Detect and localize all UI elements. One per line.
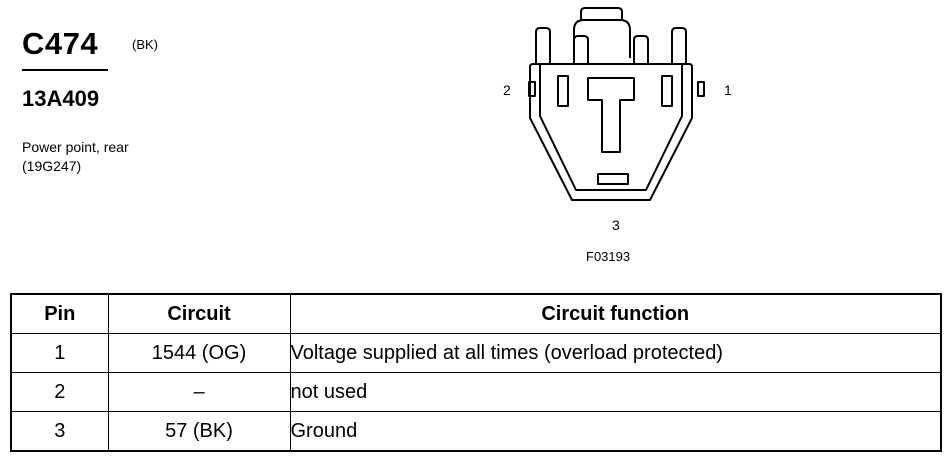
- cell-function: Voltage supplied at all times (overload …: [289, 333, 942, 373]
- connector-face-diagram: 2 1 3 F03193: [490, 0, 750, 280]
- description-line-2: (19G247): [22, 158, 82, 174]
- table-row: 2 – not used: [10, 372, 942, 412]
- key-slot: [587, 77, 635, 153]
- outer-housing: [529, 63, 693, 201]
- table-row: 3 57 (BK) Ground: [10, 411, 942, 452]
- cell-circuit: –: [107, 372, 291, 412]
- cell-pin: 1: [10, 333, 109, 373]
- table-row: 1 1544 (OG) Voltage supplied at all time…: [10, 333, 942, 373]
- table-header-row: Pin Circuit Circuit function: [10, 293, 942, 334]
- cell-pin: 3: [10, 411, 109, 452]
- cell-function: Ground: [289, 411, 942, 452]
- connector-description: Power point, rear (19G247): [22, 138, 129, 176]
- connector-id: C474: [22, 26, 99, 61]
- cell-function: not used: [289, 372, 942, 412]
- pin-1-label: 1: [724, 82, 732, 98]
- header-function: Circuit function: [289, 293, 942, 334]
- pin-3-terminal: [597, 173, 629, 185]
- cell-pin: 2: [10, 372, 109, 412]
- pin-2-label: 2: [503, 82, 511, 98]
- connector-color-code: (BK): [132, 37, 158, 52]
- connector-id-underline: [22, 69, 108, 71]
- cell-circuit: 1544 (OG): [107, 333, 291, 373]
- cell-circuit: 57 (BK): [107, 411, 291, 452]
- pin-3-label: 3: [612, 217, 620, 233]
- figure-number: F03193: [586, 249, 631, 264]
- header-pin: Pin: [10, 293, 109, 334]
- inner-body: [539, 63, 683, 191]
- pinout-table: Pin Circuit Circuit function 1 1544 (OG)…: [10, 293, 942, 452]
- left-post: [535, 27, 551, 64]
- latch-body: [573, 19, 631, 58]
- connector-drawing: [528, 7, 705, 201]
- part-number: 13A409: [22, 86, 100, 111]
- latch-tab: [580, 7, 623, 20]
- pin-1-terminal: [661, 75, 673, 107]
- pin-2-side-lock: [528, 81, 536, 97]
- right-post: [671, 27, 687, 64]
- description-line-1: Power point, rear: [22, 139, 129, 155]
- right-inner-post: [633, 35, 649, 64]
- header-circuit: Circuit: [107, 293, 291, 334]
- left-inner-post: [573, 35, 589, 64]
- pin-1-side-lock: [697, 81, 705, 97]
- pin-2-terminal: [557, 75, 569, 107]
